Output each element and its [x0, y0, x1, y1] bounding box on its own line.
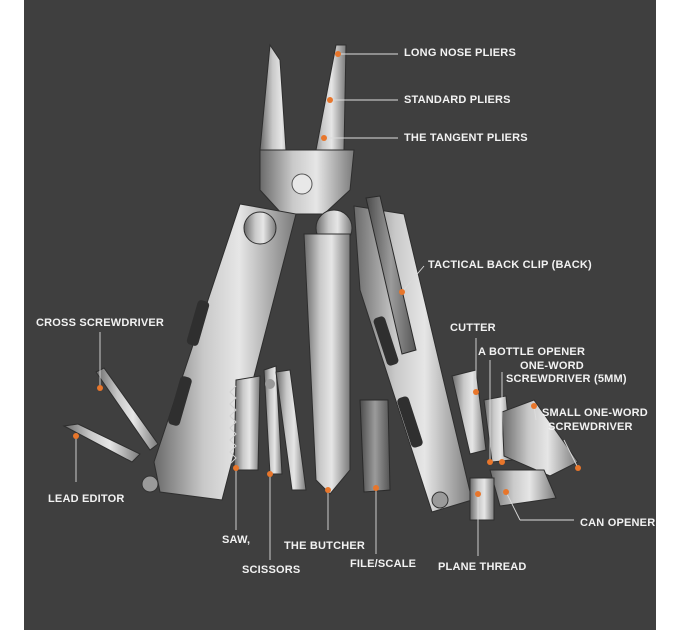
tactical-clip — [365, 195, 417, 355]
label-tactical-back-clip: TACTICAL BACK CLIP (BACK) — [428, 259, 592, 271]
cross-screwdriver — [95, 367, 159, 451]
small-screwdriver-tool — [501, 399, 579, 477]
callout-dot — [327, 97, 333, 103]
label-long-nose-pliers: LONG NOSE PLIERS — [404, 47, 516, 59]
left-handle-cutout-1 — [186, 300, 210, 346]
lead-editor — [62, 423, 141, 463]
callout-dot — [73, 433, 79, 439]
right-handle-cutout-2 — [397, 396, 423, 448]
callout-dot — [373, 485, 379, 491]
callout-dot — [475, 491, 481, 497]
left-handle-cutout-2 — [168, 376, 192, 426]
right-handle-screw — [431, 491, 449, 509]
right-handle-cutout-1 — [373, 316, 399, 366]
callout-dot — [233, 465, 239, 471]
label-lead-editor: LEAD EDITOR — [48, 493, 125, 505]
label-standard-pliers: STANDARD PLIERS — [404, 94, 511, 106]
label-bottle-opener: A BOTTLE OPENER — [478, 346, 586, 358]
knife-blade — [303, 233, 351, 495]
callout-dot — [503, 489, 509, 495]
callout-dot — [499, 459, 505, 465]
left-pivot-disc — [243, 211, 277, 245]
label-tangent-pliers: THE TANGENT PLIERS — [404, 132, 528, 144]
label-can-opener: CAN OPENER — [580, 517, 656, 529]
multitool-illustration — [62, 43, 579, 560]
label-one-word-screwdriver-line1: ONE-WORD — [520, 360, 584, 372]
saw-blade — [233, 375, 261, 471]
label-small-screwdriver-line1: SMALL ONE-WORD — [542, 407, 648, 419]
photo-frame: LONG NOSE PLIERS STANDARD PLIERS THE TAN… — [24, 0, 656, 630]
label-the-butcher: THE BUTCHER — [284, 540, 366, 552]
can-opener-tool — [489, 469, 557, 507]
callout-dot — [531, 403, 537, 409]
label-scissors: SCISSORS — [242, 564, 301, 576]
callout-dot — [335, 51, 341, 57]
leader-lines — [75, 53, 579, 560]
label-cross-screwdriver: CROSS SCREWDRIVER — [36, 317, 165, 329]
label-plane-thread: PLANE THREAD — [438, 561, 527, 573]
callout-dot — [267, 471, 273, 477]
pliers-pivot — [291, 173, 313, 195]
file-scale — [359, 399, 391, 493]
callout-dot — [399, 289, 405, 295]
scissors-blade-2 — [275, 369, 307, 491]
label-file-scale: FILE/SCALE — [350, 558, 417, 570]
scissors-pivot — [265, 379, 275, 389]
callout-dot — [487, 459, 493, 465]
right-handle — [353, 205, 473, 513]
label-cutter: CUTTER — [450, 322, 496, 334]
callout-dot — [473, 389, 479, 395]
callout-dot — [97, 385, 103, 391]
callout-dot — [575, 465, 581, 471]
plane-thread-tool — [469, 477, 495, 521]
label-saw: SAW, — [222, 534, 251, 546]
left-handle — [153, 203, 297, 501]
label-small-screwdriver-line2: SCREWDRIVER — [548, 421, 633, 433]
scissors-blade-1 — [263, 365, 283, 475]
label-one-word-screwdriver-line2: SCREWDRIVER (5MM) — [506, 373, 627, 385]
left-handle-screw — [141, 475, 159, 493]
saw-teeth — [229, 385, 237, 465]
callout-dot — [321, 135, 327, 141]
callout-dot — [325, 487, 331, 493]
